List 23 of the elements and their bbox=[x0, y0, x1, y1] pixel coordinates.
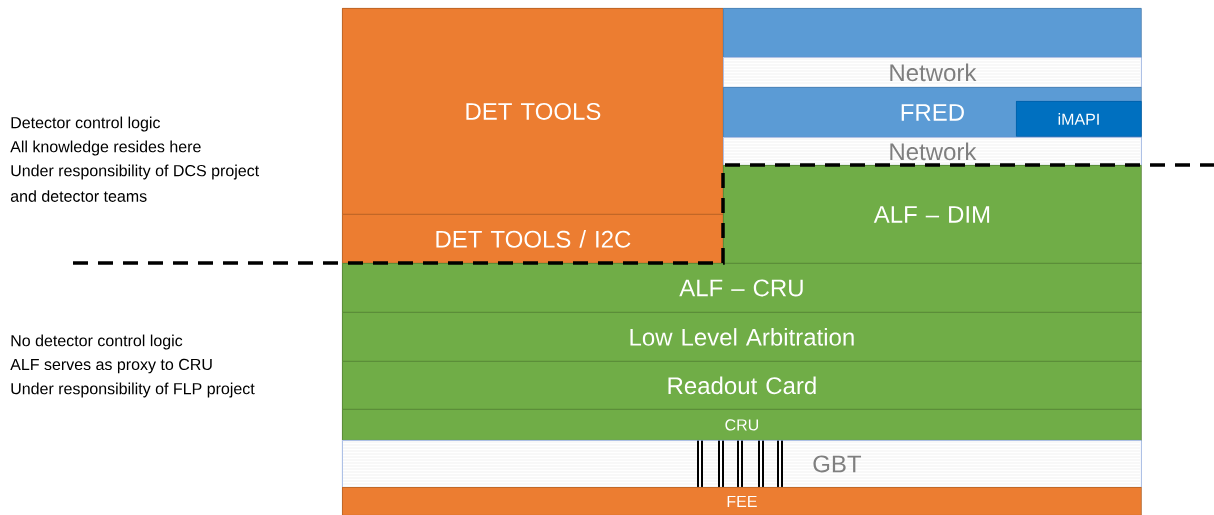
node-label: Low Level Arbitration bbox=[630, 328, 854, 346]
note-text: Under responsibility of DCS project bbox=[11, 164, 260, 180]
layer-box: FEE bbox=[342, 487, 1142, 515]
note-text: Detector control logic bbox=[11, 116, 161, 132]
layer-box bbox=[723, 8, 1142, 58]
network-band: Network bbox=[723, 137, 1142, 166]
note-text: and detector teams bbox=[10, 190, 147, 202]
node-label: CRU bbox=[725, 419, 758, 431]
node-label: DET TOOLS / I2C bbox=[436, 230, 631, 248]
module-box: iMAPI bbox=[1016, 101, 1142, 137]
network-band: Network bbox=[723, 57, 1142, 88]
note-text: Under responsibility of FLP project bbox=[11, 382, 255, 398]
layer-box: CRU bbox=[342, 409, 1142, 441]
note-text: ALF serves as proxy to CRU bbox=[10, 358, 212, 374]
note-text: No detector control logic bbox=[11, 334, 183, 350]
link-band: GBT bbox=[342, 440, 1142, 488]
layer-box: ALF – DIM bbox=[723, 165, 1142, 264]
layer-box: Low Level Arbitration bbox=[342, 312, 1142, 362]
layer-box: ALF – CRU bbox=[342, 263, 1142, 313]
layer-box: Readout Card bbox=[342, 361, 1142, 410]
tool-box: DET TOOLS / I2C bbox=[342, 214, 724, 264]
node-label: Readout Card bbox=[668, 376, 816, 395]
note-text: All knowledge resides here bbox=[10, 140, 201, 156]
